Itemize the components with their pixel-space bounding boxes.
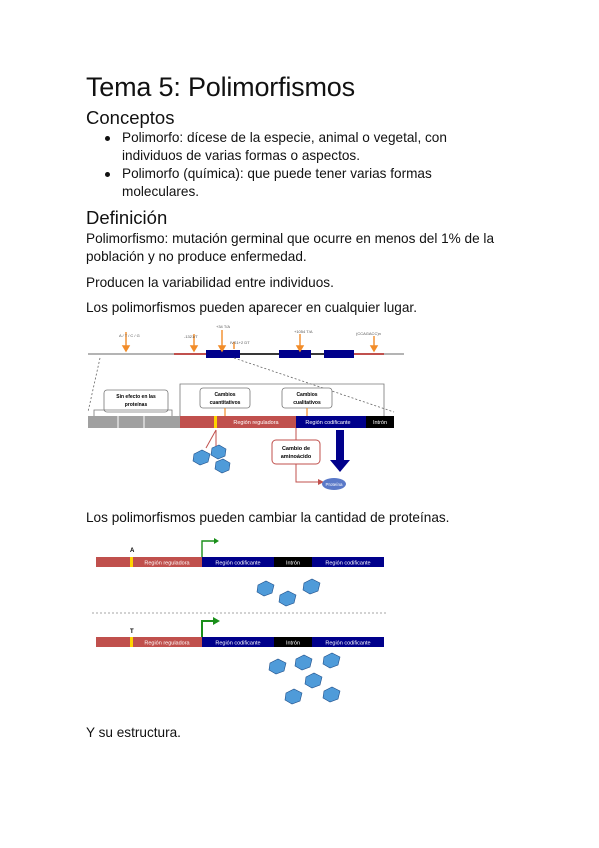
page-title: Tema 5: Polimorfismos (86, 72, 355, 102)
paragraph-variability: Producen la variabilidad entre individuo… (86, 275, 334, 290)
box-no-effect (103, 389, 169, 413)
svg-text:Región codificante: Región codificante (305, 420, 350, 426)
bar-intron (274, 637, 312, 647)
protein-cluster (192, 444, 231, 474)
svg-text:Proteína: Proteína (325, 482, 343, 487)
snp-marker (130, 637, 133, 647)
marker-label: +1054 T/A (294, 329, 313, 334)
bar-regulatory (180, 416, 296, 428)
transcription-arrow (201, 620, 216, 639)
marker-label: -1321/T (184, 334, 198, 339)
svg-text:Cambios: Cambios (296, 392, 317, 398)
figure-polymorphism-locations: A / T / C / G -1321/T +34 T/A IVS1+2 DT … (87, 324, 404, 490)
svg-text:Región codificante: Región codificante (325, 561, 370, 567)
svg-text:Intrón: Intrón (286, 561, 300, 567)
marker-label: A / T / C / G (119, 333, 140, 338)
svg-text:T: T (130, 629, 134, 635)
box-no-effect-text: Sin efecto en las (116, 394, 156, 400)
bar-intron (366, 416, 394, 428)
bar-regulatory (96, 637, 202, 647)
protein-cluster (256, 578, 321, 607)
paragraph-definition: Polimorfismo: mutación germinal que ocur… (86, 231, 495, 264)
list-item: Polimorfo (química): que puede tener var… (86, 165, 506, 201)
bar-coding (296, 416, 366, 428)
protein-blob (322, 478, 346, 490)
svg-text:Región reguladora: Región reguladora (233, 420, 279, 426)
bar-intron (274, 557, 312, 567)
svg-text:Región codificante: Región codificante (325, 641, 370, 647)
conceptos-list: Polimorfo: dícese de la especie, animal … (86, 129, 506, 201)
marker-label: (CCAGACC)n (356, 331, 381, 336)
exon-1 (206, 350, 240, 358)
paragraph-anywhere: Los polimorfismos pueden aparecer en cua… (86, 300, 417, 315)
svg-text:Región reguladora: Región reguladora (144, 561, 190, 567)
section-heading-definicion: Definición (86, 207, 168, 228)
section-heading-conceptos: Conceptos (86, 107, 175, 128)
bar-coding (312, 637, 384, 647)
bar-coding (202, 557, 274, 567)
svg-text:Región reguladora: Región reguladora (144, 641, 190, 647)
bar-regulatory (96, 557, 202, 567)
box-amino-acid (271, 439, 321, 465)
coding-arrow (330, 460, 350, 472)
svg-text:Cambio de: Cambio de (282, 446, 310, 452)
marker-label: IVS1+2 DT (230, 340, 250, 345)
protein-cluster (268, 652, 341, 705)
svg-text:Intrón: Intrón (373, 420, 387, 426)
bar-upstream (88, 416, 180, 428)
marker-label: +34 T/A (216, 324, 230, 329)
svg-text:Intrón: Intrón (286, 641, 300, 647)
bar-coding (312, 557, 384, 567)
svg-text:Cambios: Cambios (214, 392, 235, 398)
svg-text:Región codificante: Región codificante (215, 561, 260, 567)
snp-marker (214, 416, 217, 428)
paragraph-structure: Y su estructura. (86, 725, 181, 740)
figure-protein-quantity: A Región reguladora Región codificante I… (92, 538, 388, 705)
svg-text:A: A (130, 548, 135, 554)
list-item: Polimorfo: dícese de la especie, animal … (86, 129, 506, 165)
exon-3 (324, 350, 354, 358)
svg-text:cuantitativos: cuantitativos (210, 400, 241, 406)
svg-text:proteínas: proteínas (125, 402, 148, 408)
snp-marker (130, 557, 133, 567)
svg-text:cualitativos: cualitativos (293, 400, 321, 406)
svg-text:aminoácido: aminoácido (281, 454, 312, 460)
svg-text:Región codificante: Región codificante (215, 641, 260, 647)
exon-2 (279, 350, 311, 358)
bar-coding (202, 637, 274, 647)
paragraph-quantity: Los polimorfismos pueden cambiar la cant… (86, 510, 450, 525)
